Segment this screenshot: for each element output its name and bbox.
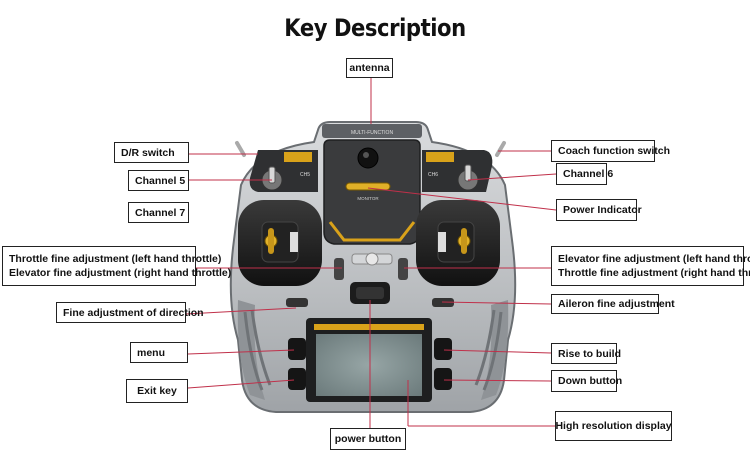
leader-lines bbox=[185, 78, 557, 430]
label-elevator-right-line2: Throttle fine adjustment (right hand thr… bbox=[558, 267, 750, 279]
label-channel5: Channel 5 bbox=[128, 170, 189, 191]
label-menu-text: menu bbox=[137, 346, 166, 359]
label-rise-to-build-text: Rise to build bbox=[558, 347, 621, 360]
label-channel6: Channel 6 bbox=[556, 163, 614, 185]
label-rise-to-build: Rise to build bbox=[551, 343, 621, 364]
label-elevator-right-line1: Elevator fine adjustment (left hand thro… bbox=[558, 253, 750, 265]
label-throttle-left-line2: Elevator fine adjustment (right hand thr… bbox=[9, 267, 232, 279]
page-title: Key Description bbox=[284, 14, 466, 42]
ch5-tag: CH5 bbox=[300, 172, 310, 178]
label-dr-switch-text: D/R switch bbox=[121, 146, 175, 159]
label-down-button-text: Down button bbox=[558, 375, 623, 387]
label-down-button: Down button bbox=[551, 370, 623, 392]
monitor-text: MONITOR bbox=[357, 196, 379, 201]
label-channel5-text: Channel 5 bbox=[135, 174, 186, 187]
label-dr-switch: D/R switch bbox=[114, 142, 189, 163]
label-throttle-left-line1: Throttle fine adjustment (left hand thro… bbox=[9, 253, 222, 265]
label-power-button-text: power button bbox=[334, 433, 402, 445]
label-display: High resolution display bbox=[555, 411, 672, 441]
label-exit-key-text: Exit key bbox=[137, 385, 177, 397]
label-elevator-right: Elevator fine adjustment (left hand thro… bbox=[551, 246, 750, 286]
label-power-button: power button bbox=[330, 428, 406, 450]
label-coach-switch-text: Coach function switch bbox=[558, 145, 671, 157]
label-power-indicator-text: Power Indicator bbox=[563, 204, 642, 216]
label-antenna-text: antenna bbox=[349, 62, 390, 74]
label-exit-key: Exit key bbox=[126, 379, 188, 403]
label-power-indicator: Power Indicator bbox=[556, 199, 642, 221]
brand-text: MULTI-FUNCTION bbox=[351, 130, 394, 136]
label-direction: Fine adjustment of direction bbox=[56, 302, 204, 323]
label-antenna: antenna bbox=[346, 58, 393, 78]
label-menu: menu bbox=[130, 342, 188, 363]
label-channel6-text: Channel 6 bbox=[563, 168, 614, 180]
label-channel7-text: Channel 7 bbox=[135, 206, 186, 219]
label-aileron-text: Aileron fine adjustment bbox=[558, 298, 675, 310]
label-aileron: Aileron fine adjustment bbox=[551, 294, 675, 314]
ch6-tag: CH6 bbox=[428, 172, 438, 178]
label-channel7: Channel 7 bbox=[128, 202, 189, 223]
label-throttle-left: Throttle fine adjustment (left hand thro… bbox=[2, 246, 232, 286]
label-coach-switch: Coach function switch bbox=[551, 140, 671, 162]
label-display-text: High resolution display bbox=[555, 420, 672, 432]
label-direction-text: Fine adjustment of direction bbox=[63, 306, 204, 319]
